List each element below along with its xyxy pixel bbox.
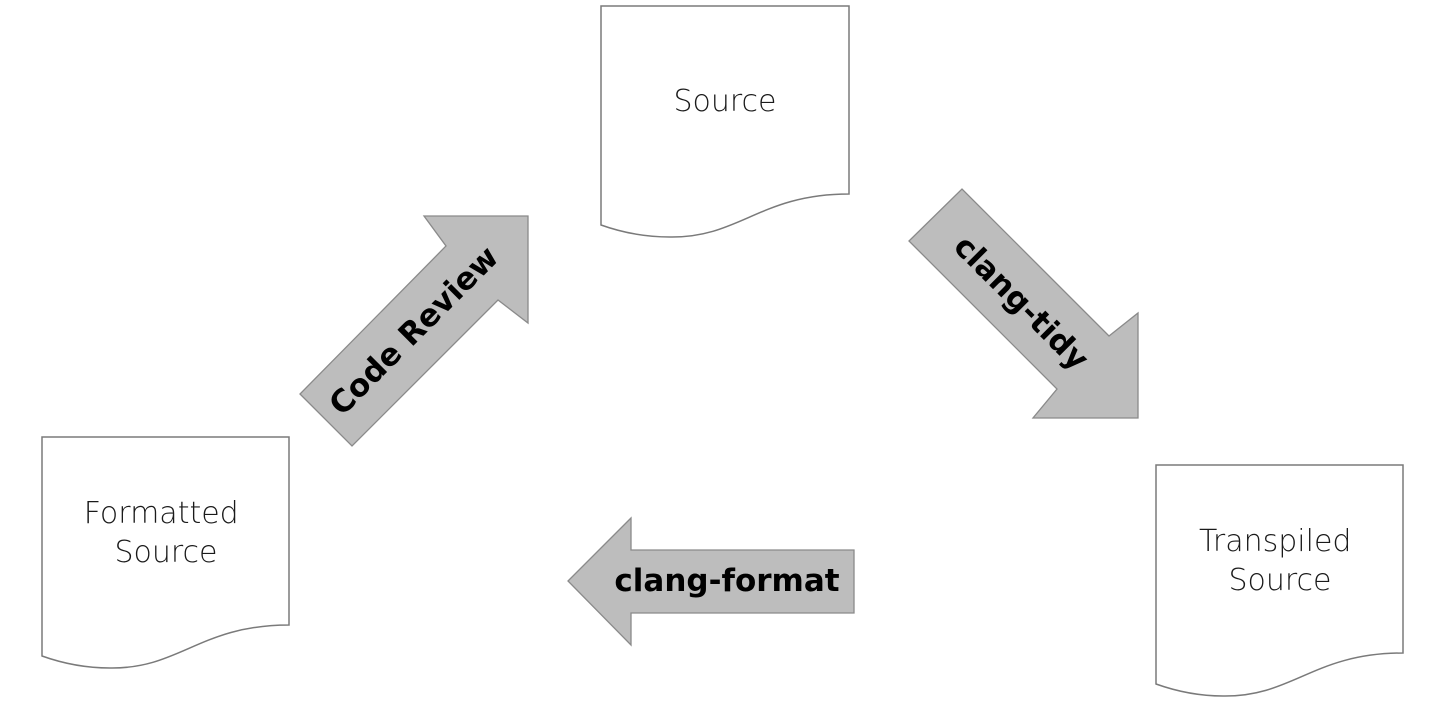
source-document: Source — [600, 5, 850, 238]
clang-tidy-arrow-shape — [908, 188, 1139, 419]
transpiled-document-label-line-1: Transpiled — [1199, 524, 1352, 559]
transpiled-document-label-line-2: Source — [1228, 563, 1331, 598]
source-document-shape — [600, 5, 850, 238]
formatted-document-label-line-2: Source — [114, 535, 217, 570]
clang-tidy-arrow: clang-tidy — [908, 188, 1139, 419]
clang-format-arrow-label: clang-format — [614, 563, 839, 599]
formatted-document-label-line-1: Formatted — [84, 496, 239, 531]
formatted-document-label: Formatted Source — [84, 496, 249, 570]
clang-format-arrow-shape — [567, 516, 855, 647]
source-document-label: Source — [673, 84, 776, 119]
source-document-label-line-1: Source — [673, 84, 776, 119]
formatted-document-shape — [41, 436, 290, 669]
formatted-source-document: Formatted Source — [41, 436, 290, 669]
code-review-arrow-label: Code Review — [322, 239, 505, 422]
transpiled-source-document: Transpiled Source — [1155, 464, 1404, 697]
clang-format-arrow: clang-format — [567, 516, 855, 647]
transpiled-document-shape — [1155, 464, 1404, 697]
code-review-arrow-shape — [299, 215, 529, 447]
transpiled-document-label: Transpiled Source — [1199, 524, 1361, 598]
code-review-arrow: Code Review — [299, 215, 529, 447]
